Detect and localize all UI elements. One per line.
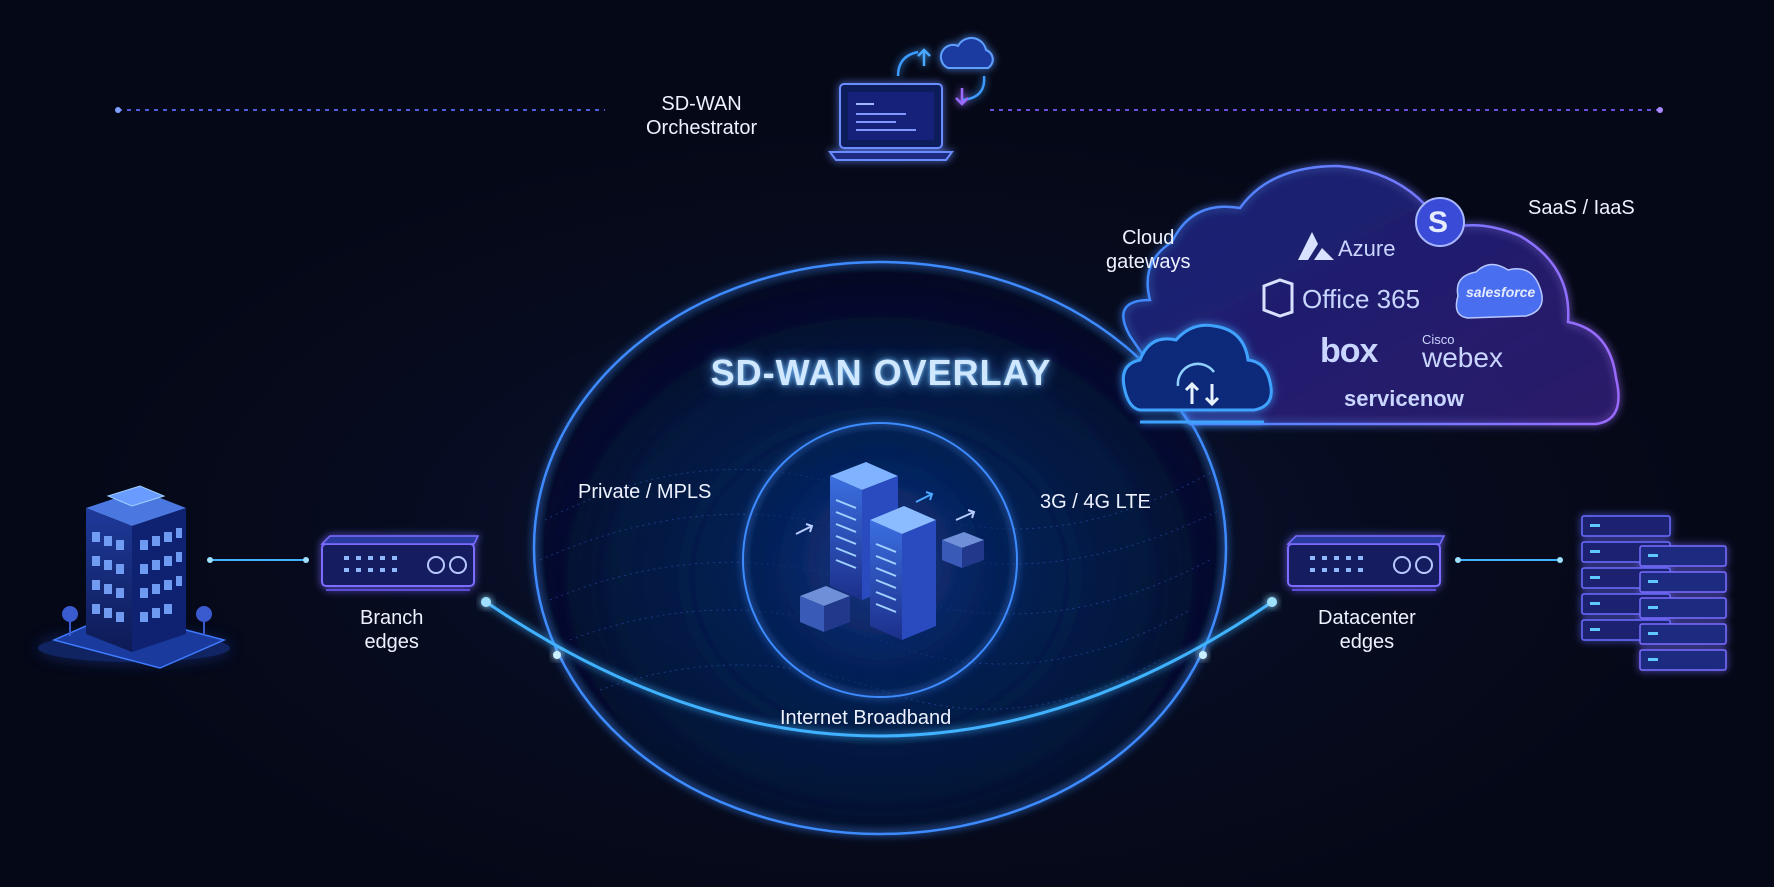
datacenter-link-line [1455,557,1563,563]
box-label: box [1320,332,1378,370]
branch-edge-router-icon [320,535,480,591]
salesforce-label: salesforce [1466,284,1536,300]
arc-node-right [1199,651,1207,659]
saas-iaas-label: SaaS / IaaS [1528,197,1635,219]
servicenow-label: servicenow [1344,386,1464,411]
azure-icon [1298,232,1334,260]
branch-building-icon [38,485,230,669]
skype-letter: S [1428,206,1449,239]
datacenter-link-node [1267,597,1277,607]
arc-node-left [553,651,561,659]
lte-label: 3G / 4G LTE [1040,491,1151,513]
mpls-label: Private / MPLS [578,481,712,503]
skype-icon [1415,197,1465,247]
overlay-title: SD-WAN OVERLAY [710,352,1052,393]
server-rack-icon [1581,515,1727,671]
broadband-arc [485,600,1273,738]
datacenter-hub-icon [795,462,984,640]
salesforce-icon [1455,263,1543,319]
webex-cisco-label: Cisco [1422,332,1455,347]
webex-label: webex [1422,342,1503,373]
branch-link-node [481,597,491,607]
orchestrator-cloud-icon [896,36,994,106]
azure-label: Azure [1338,236,1396,261]
office-label: Office 365 [1302,284,1421,314]
datacenter-edge-router-icon [1286,535,1446,591]
branch-edges-label: Branch edges [360,607,424,653]
cloud-gateway-icon [1121,323,1273,424]
orchestrator-line [115,107,1663,113]
datacenter-edges-label: Datacenter edges [1318,607,1416,653]
orchestrator-label: SD-WAN Orchestrator [646,93,758,139]
office-icon [1262,278,1294,318]
cloud-gateways-label: Cloud gateways [1106,227,1191,273]
branch-link-line [207,557,309,563]
broadband-label: Internet Broadband [780,707,952,729]
laptop-icon [828,83,954,161]
